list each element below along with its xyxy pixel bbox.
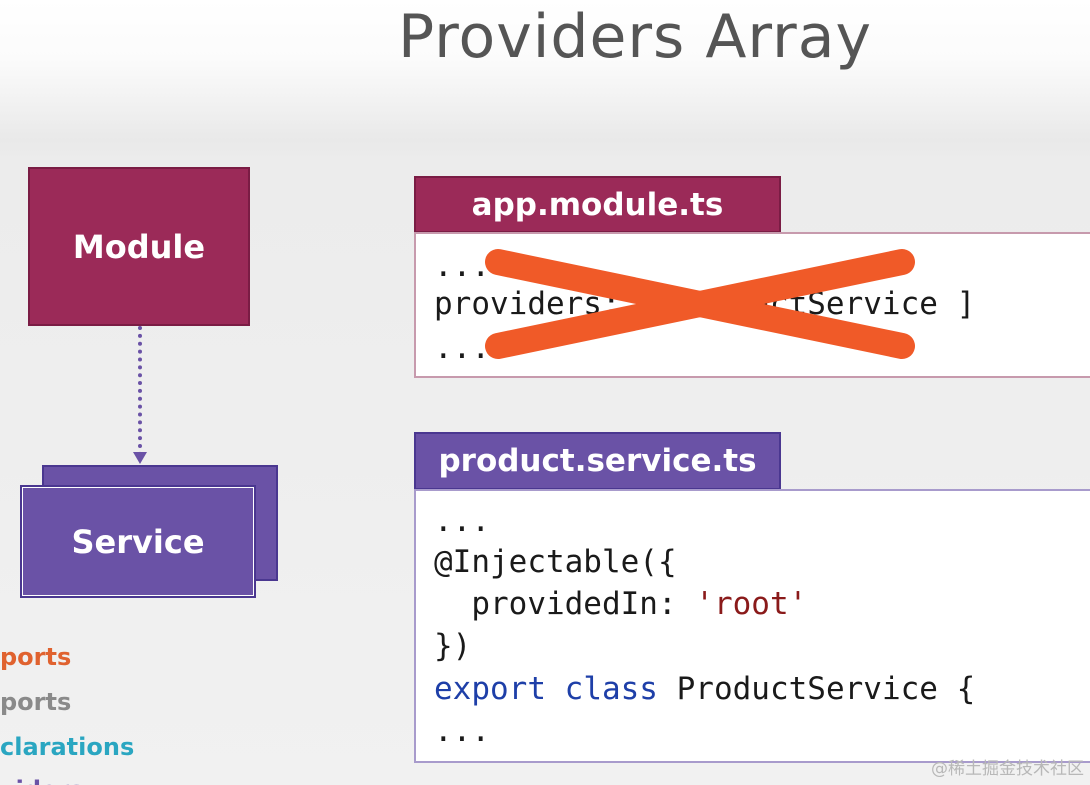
module-label: Module [72,227,206,266]
product-service-tab: product.service.ts [414,432,781,490]
app-module-tab: app.module.ts [414,176,781,233]
code-key: providedIn: [434,586,696,622]
watermark: @稀土掘金技术社区 [931,759,1084,779]
dependency-arrow-line [138,326,142,456]
code-line: export class ProductService { [434,671,975,707]
cross-stroke-2 [485,249,915,359]
code-line: }) [434,628,472,664]
module-box: Module [28,167,250,326]
code-string: 'root' [695,586,808,622]
side-list-item-declarations: clarations [0,733,135,761]
page-title: Providers Array [398,2,872,72]
side-list: ports ports clarations viders [0,630,300,785]
service-label: Service [71,522,205,561]
product-service-tab-label: product.service.ts [438,443,757,479]
code-text: ProductService { [657,671,976,707]
code-line: ... [434,503,490,539]
strike-cross-icon [485,249,915,359]
side-list-item-imports: ports [0,643,72,671]
code-line: @Injectable({ [434,544,677,580]
code-line: providedIn: 'root' [434,586,807,622]
code-keyword: export [434,671,546,707]
app-module-tab-label: app.module.ts [471,186,724,223]
code-keyword: class [564,671,658,707]
side-list-item-exports: ports [0,688,72,716]
code-line: ... [434,713,490,749]
side-list-item-providers: viders [0,776,83,785]
product-service-code: ... @Injectable({ providedIn: 'root' }) … [414,489,1090,763]
service-box: Service [20,485,256,598]
code-line: ... [434,248,490,284]
arrow-down-icon [133,452,147,464]
code-line: ... [434,330,490,366]
